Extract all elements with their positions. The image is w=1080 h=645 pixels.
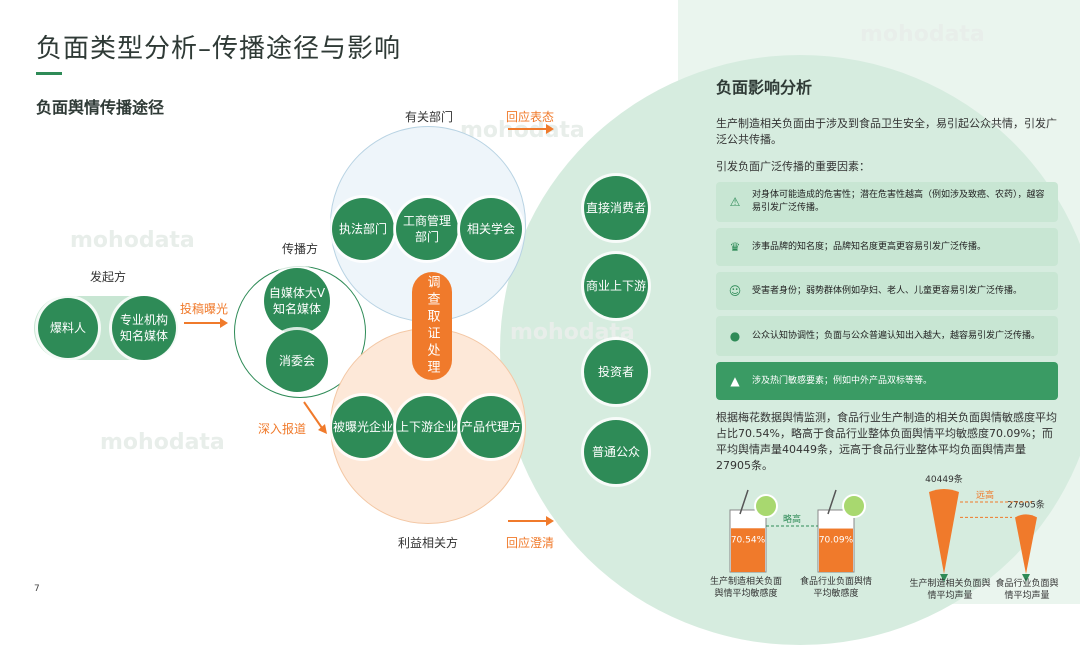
factor-text: 公众认知协调性；负面与公众普遍认知出入越大，越容易引发广泛传播。 bbox=[752, 330, 1041, 341]
carrot-leaf-icon bbox=[1022, 574, 1030, 582]
data-label: 70.09% bbox=[819, 536, 854, 546]
face-icon: ☺ bbox=[728, 283, 742, 298]
investigate-text: 调查取证处理 bbox=[424, 275, 440, 377]
impact-heading: 负面影响分析 bbox=[716, 78, 813, 97]
crown-icon: ♛ bbox=[729, 239, 741, 254]
comparison-charts: 70.54% 70.09% 略高 40449条 27905条 远高 bbox=[729, 473, 1045, 582]
data-label: 40449条 bbox=[925, 473, 963, 485]
arrow-respond bbox=[508, 128, 546, 130]
initiator-label: 发起方 bbox=[90, 270, 127, 284]
factor-text: 涉事品牌的知名度；品牌知名度更高更容易引发广泛传播。 bbox=[752, 241, 987, 252]
dept-node: 工商管理 部门 bbox=[396, 198, 458, 260]
audience-node: 商业上下游 bbox=[584, 254, 648, 318]
lightbulb-icon: ● bbox=[729, 328, 741, 343]
spreader-label: 传播方 bbox=[282, 242, 319, 256]
chart-category-label: 食品行业负面舆情平均声量 bbox=[995, 579, 1059, 601]
data-label: 27905条 bbox=[1007, 498, 1045, 510]
chart-category-label: 生产制造相关负面舆情平均声量 bbox=[909, 579, 991, 601]
lime-slice-icon bbox=[754, 494, 778, 518]
impact-intro: 生产制造相关负面由于涉及到食品卫生安全，易引起公众共情，引发广泛公共传播。 bbox=[716, 117, 1057, 146]
initiator-node: 爆料人 bbox=[38, 298, 98, 358]
page-number: 7 bbox=[34, 584, 40, 594]
carrot-bar bbox=[1015, 514, 1037, 574]
dept-node: 执法部门 bbox=[332, 198, 394, 260]
page-title: 负面类型分析–传播途径与影响 bbox=[36, 34, 402, 64]
comparison-label: 远高 bbox=[976, 489, 994, 501]
arrow-head bbox=[546, 516, 554, 526]
hazard-icon: ⚠ bbox=[729, 194, 741, 209]
spreader-node: 自媒体大V 知名媒体 bbox=[264, 268, 330, 334]
factor-text: 受害者身份；弱势群体例如孕妇、老人、儿童更容易引发广泛传播。 bbox=[752, 285, 1023, 296]
initiator-node: 专业机构 知名媒体 bbox=[112, 296, 176, 360]
audience-node: 普通公众 bbox=[584, 420, 648, 484]
warning-icon: ▲ bbox=[730, 373, 740, 388]
investigate-pill: 调查取证处理 bbox=[412, 272, 452, 380]
factor-item: ⚠ 对身体可能造成的危害性；潜在危害性越高（例如涉及致癌、农药），越容易引发广泛… bbox=[716, 182, 1058, 222]
factor-text: 涉及热门敏感要素；例如中外产品双标等等。 bbox=[752, 375, 933, 386]
arrow-label-clarify: 回应澄清 bbox=[506, 536, 555, 550]
title-underline bbox=[36, 72, 62, 75]
arrow-label-submit: 投稿曝光 bbox=[180, 302, 229, 316]
dept-node: 相关学会 bbox=[460, 198, 522, 260]
arrow-report bbox=[303, 401, 327, 434]
data-label: 70.54% bbox=[731, 535, 766, 545]
carrot-leaf-icon bbox=[940, 574, 948, 582]
factor-text: 对身体可能造成的危害性；潜在危害性越高（例如涉及致癌、农药），越容易引发广泛传播… bbox=[752, 190, 1045, 213]
arrow-label-report: 深入报道 bbox=[258, 422, 307, 436]
arrow-clarify bbox=[508, 520, 546, 522]
chart-category-label: 食品行业负面舆情平均敏感度 bbox=[800, 577, 873, 599]
watermark: mohodata bbox=[460, 118, 585, 143]
carrot-bar bbox=[929, 489, 959, 574]
spreader-circle bbox=[234, 266, 366, 398]
factor-item: ☺ 受害者身份；弱势群体例如孕妇、老人、儿童更容易引发广泛传播。 bbox=[716, 272, 1058, 310]
stakeholder-node: 被曝光企业 bbox=[332, 396, 394, 458]
arrow-head bbox=[546, 124, 554, 134]
watermark: mohodata bbox=[70, 228, 195, 253]
watermark: mohodata bbox=[100, 430, 225, 455]
chart-category-label: 生产制造相关负面舆情平均敏感度 bbox=[709, 577, 782, 599]
impact-summary: 根据梅花数据舆情监测，食品行业生产制造的相关负面舆情敏感度平均占比70.54%，… bbox=[716, 411, 1057, 472]
straw-icon bbox=[739, 489, 749, 515]
stakeholder-label: 利益相关方 bbox=[398, 536, 459, 550]
stakeholder-node: 上下游企业 bbox=[396, 396, 458, 458]
lime-slice-icon bbox=[842, 494, 866, 518]
factor-item: ▲ 涉及热门敏感要素；例如中外产品双标等等。 bbox=[716, 362, 1058, 400]
cup-fill-bar bbox=[731, 528, 765, 572]
arrow-submit bbox=[184, 322, 220, 324]
factor-item: ● 公众认知协调性；负面与公众普遍认知出入越大，越容易引发广泛传播。 bbox=[716, 316, 1058, 356]
spreader-node: 消委会 bbox=[266, 330, 328, 392]
stakeholder-node: 产品代理方 bbox=[460, 396, 522, 458]
arrow-label-respond: 回应表态 bbox=[506, 110, 555, 124]
audience-node: 直接消费者 bbox=[584, 176, 648, 240]
cup-fill-bar bbox=[819, 528, 853, 572]
comparison-label: 略高 bbox=[783, 513, 801, 525]
straw-icon bbox=[827, 489, 837, 515]
factor-item: ♛ 涉事品牌的知名度；品牌知名度更高更容易引发广泛传播。 bbox=[716, 228, 1058, 266]
arrow-head bbox=[220, 318, 228, 328]
watermark: mohodata bbox=[860, 22, 985, 47]
dept-label: 有关部门 bbox=[405, 110, 454, 124]
audience-node: 投资者 bbox=[584, 340, 648, 404]
factors-label: 引发负面广泛传播的重要因素： bbox=[716, 160, 870, 173]
section-subtitle: 负面舆情传播途径 bbox=[36, 98, 165, 117]
